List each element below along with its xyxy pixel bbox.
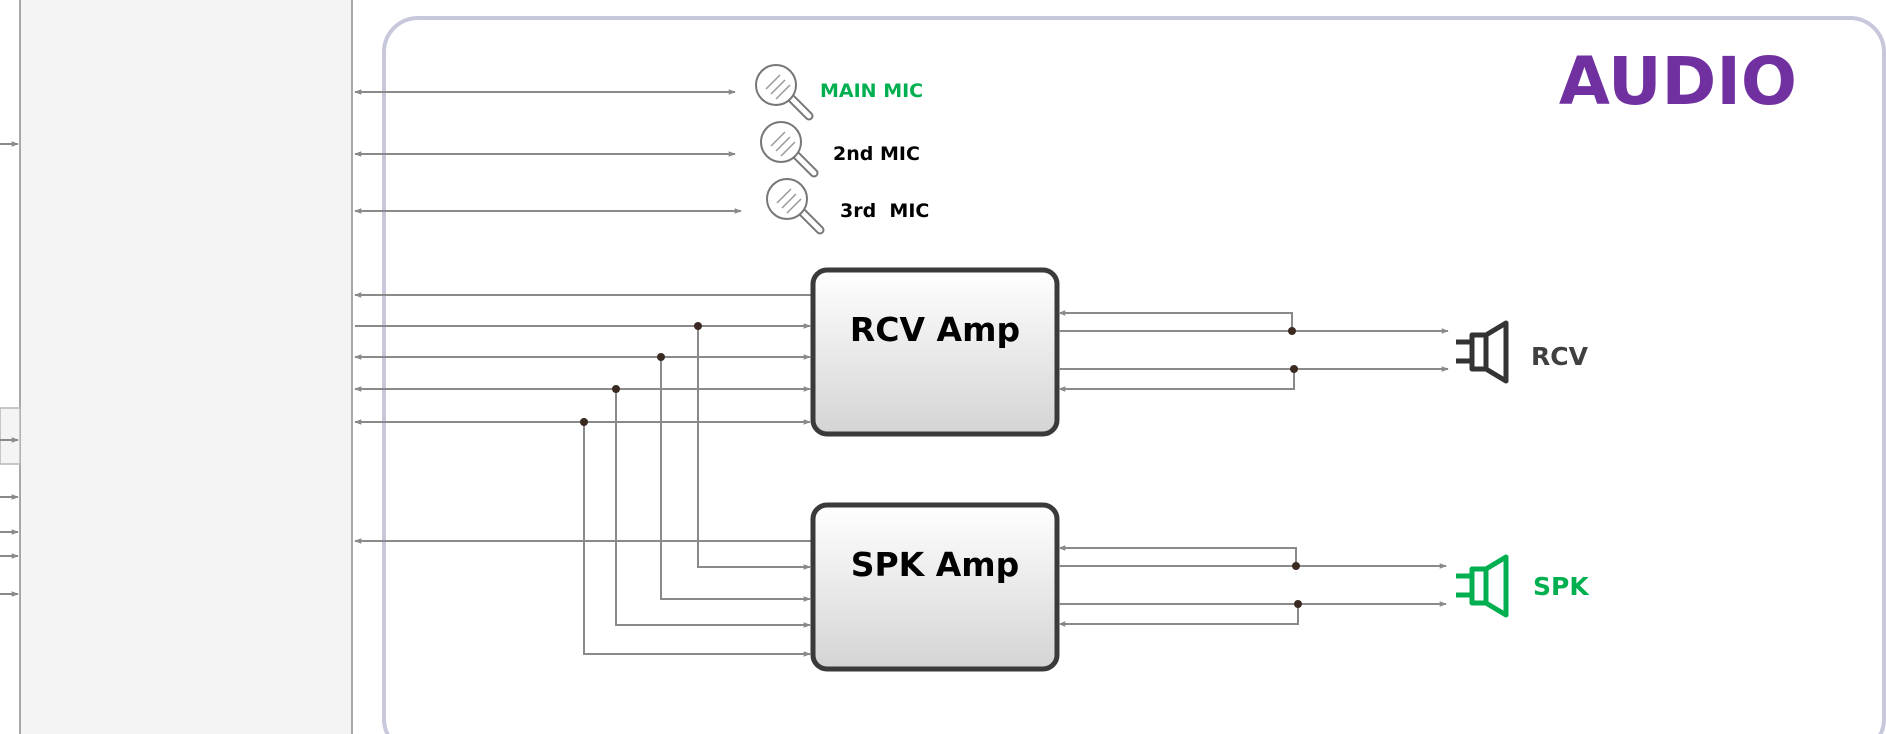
second-mic-label: 2nd MIC — [833, 143, 920, 165]
microphone-icon — [755, 64, 814, 121]
amp-output-wiring — [1058, 310, 1449, 627]
microphone-icon — [766, 178, 825, 235]
spk-amp-block: SPK Amp — [810, 502, 1060, 672]
microphone-icon — [760, 121, 819, 178]
main-mic-label: MAIN MIC — [820, 80, 923, 102]
rcv-amp-label: RCV Amp — [850, 310, 1020, 349]
spk-amp-label: SPK Amp — [851, 545, 1020, 584]
spk-output-label: SPK — [1533, 572, 1590, 601]
mic-connections — [354, 89, 742, 214]
section-title: AUDIO — [1559, 43, 1797, 120]
amp-input-bus — [354, 292, 812, 657]
rcv-output-label: RCV — [1531, 342, 1589, 371]
third-mic-label: 3rd MIC — [840, 200, 929, 222]
rcv-amp-block: RCV Amp — [810, 267, 1060, 437]
audio-section-frame — [382, 16, 1886, 734]
receiver-speaker-icon — [1456, 320, 1509, 384]
left-module-panel — [0, 0, 353, 734]
speaker-icon — [1456, 554, 1509, 618]
